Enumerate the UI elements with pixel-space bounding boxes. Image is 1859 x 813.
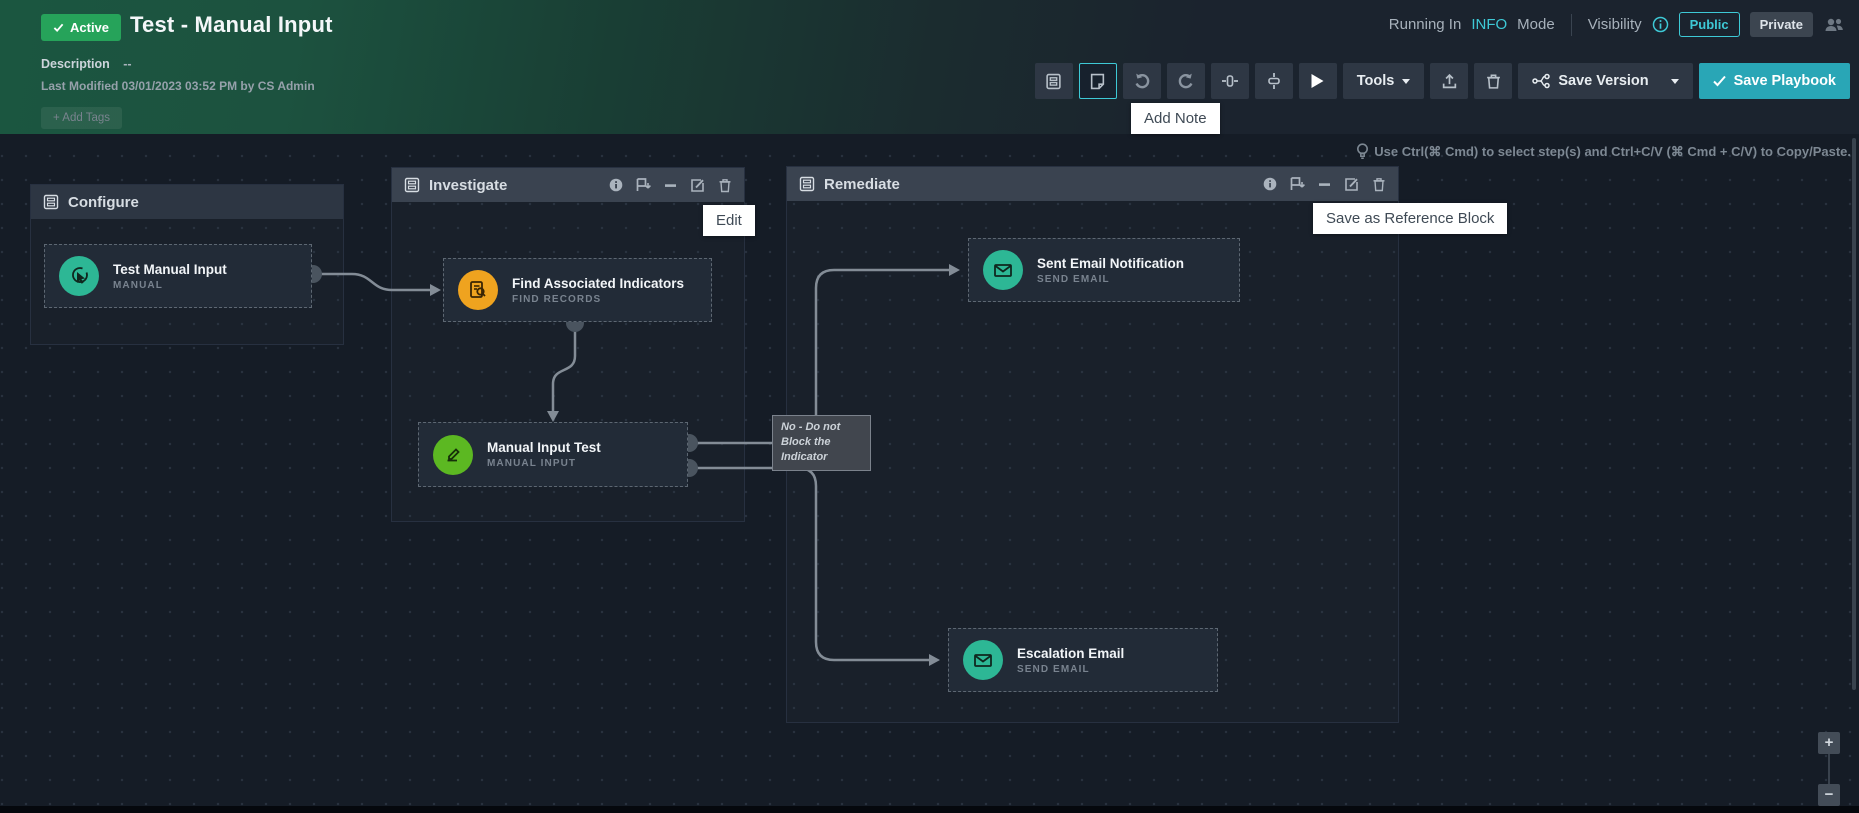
node-escalation-email[interactable]: Escalation Email SEND EMAIL bbox=[948, 628, 1218, 692]
export-icon bbox=[1441, 73, 1458, 90]
chevron-down-icon bbox=[1402, 79, 1410, 84]
arrowhead bbox=[430, 284, 441, 296]
running-mode-value[interactable]: INFO bbox=[1471, 16, 1507, 33]
tools-label: Tools bbox=[1357, 73, 1395, 89]
save-version-button[interactable]: Save Version bbox=[1518, 63, 1692, 99]
info-icon[interactable] bbox=[1652, 16, 1669, 33]
check-icon bbox=[53, 22, 64, 33]
status-badge[interactable]: Active bbox=[41, 14, 121, 41]
zoom-control: + − bbox=[1818, 732, 1840, 806]
reference-block-button[interactable] bbox=[1035, 63, 1073, 99]
distribute-vertical-icon bbox=[1265, 72, 1283, 90]
playbook-header: Active Test - Manual Input Description -… bbox=[0, 0, 1859, 134]
node-find-associated-indicators[interactable]: Find Associated Indicators FIND RECORDS bbox=[443, 258, 712, 322]
trash-icon bbox=[1485, 73, 1502, 90]
node-test-manual-input[interactable]: Test Manual Input MANUAL bbox=[44, 244, 312, 308]
connector-wires bbox=[0, 134, 1859, 806]
divider bbox=[1571, 14, 1572, 36]
last-modified-text: Last Modified 03/01/2023 03:52 PM by CS … bbox=[41, 79, 315, 93]
visibility-label: Visibility bbox=[1588, 16, 1642, 33]
play-icon bbox=[1310, 73, 1325, 89]
add-tags-button[interactable]: + Add Tags bbox=[41, 107, 122, 129]
distribute-horizontal-button[interactable] bbox=[1211, 63, 1249, 99]
users-icon[interactable] bbox=[1823, 16, 1845, 34]
node-title: Find Associated Indicators bbox=[512, 276, 684, 291]
envelope-icon bbox=[983, 250, 1023, 290]
arrowhead bbox=[949, 264, 960, 276]
visibility-public-button[interactable]: Public bbox=[1679, 12, 1740, 37]
add-note-tooltip: Add Note bbox=[1131, 103, 1220, 134]
node-subtitle: FIND RECORDS bbox=[512, 294, 684, 305]
node-title: Test Manual Input bbox=[113, 262, 227, 277]
bottom-edge bbox=[0, 806, 1859, 813]
description-label: Description bbox=[41, 57, 110, 71]
node-subtitle: MANUAL INPUT bbox=[487, 458, 601, 469]
node-manual-input-test[interactable]: Manual Input Test MANUAL INPUT bbox=[418, 422, 688, 487]
node-text: Manual Input Test MANUAL INPUT bbox=[487, 440, 601, 469]
node-subtitle: SEND EMAIL bbox=[1037, 274, 1184, 285]
description-value: -- bbox=[123, 57, 131, 71]
save-playbook-button[interactable]: Save Playbook bbox=[1699, 63, 1850, 99]
branch-icon bbox=[1532, 73, 1550, 89]
undo-button[interactable] bbox=[1123, 63, 1161, 99]
node-sent-email-notification[interactable]: Sent Email Notification SEND EMAIL bbox=[968, 238, 1240, 302]
zoom-track bbox=[1828, 754, 1830, 784]
node-subtitle: SEND EMAIL bbox=[1017, 664, 1124, 675]
reference-block-icon bbox=[1045, 73, 1062, 90]
arrowhead bbox=[547, 411, 559, 422]
distribute-horizontal-icon bbox=[1221, 72, 1239, 90]
node-text: Escalation Email SEND EMAIL bbox=[1017, 646, 1124, 675]
note-icon bbox=[1089, 73, 1106, 90]
delete-button[interactable] bbox=[1474, 63, 1512, 99]
envelope-icon bbox=[963, 640, 1003, 680]
find-records-icon bbox=[458, 270, 498, 310]
add-note-button[interactable] bbox=[1079, 63, 1117, 99]
chevron-down-icon[interactable] bbox=[1671, 79, 1679, 84]
save-as-reference-block-tooltip: Save as Reference Block bbox=[1313, 203, 1507, 234]
node-text: Find Associated Indicators FIND RECORDS bbox=[512, 276, 684, 305]
tools-dropdown[interactable]: Tools bbox=[1343, 63, 1425, 99]
note-line: Indicator bbox=[781, 450, 862, 465]
redo-button[interactable] bbox=[1167, 63, 1205, 99]
edit-tooltip: Edit bbox=[703, 205, 755, 236]
node-title: Manual Input Test bbox=[487, 440, 601, 455]
note-line: No - Do not bbox=[781, 420, 862, 435]
running-in-suffix: Mode bbox=[1517, 16, 1555, 33]
note-line: Block the bbox=[781, 435, 862, 450]
distribute-vertical-button[interactable] bbox=[1255, 63, 1293, 99]
undo-icon bbox=[1133, 72, 1151, 90]
node-title: Sent Email Notification bbox=[1037, 256, 1184, 271]
check-icon bbox=[1713, 75, 1726, 87]
node-title: Escalation Email bbox=[1017, 646, 1124, 661]
page-title: Test - Manual Input bbox=[130, 12, 333, 38]
run-playbook-button[interactable] bbox=[1299, 63, 1337, 99]
wire-label-note[interactable]: No - Do not Block the Indicator bbox=[772, 415, 871, 471]
redo-icon bbox=[1177, 72, 1195, 90]
running-in-prefix: Running In bbox=[1389, 16, 1462, 33]
export-button[interactable] bbox=[1430, 63, 1468, 99]
save-playbook-label: Save Playbook bbox=[1734, 73, 1836, 89]
zoom-out-button[interactable]: − bbox=[1818, 784, 1840, 806]
node-text: Test Manual Input MANUAL bbox=[113, 262, 227, 291]
node-text: Sent Email Notification SEND EMAIL bbox=[1037, 256, 1184, 285]
visibility-private-button[interactable]: Private bbox=[1750, 12, 1813, 37]
vertical-scrollbar[interactable] bbox=[1852, 138, 1856, 690]
status-badge-label: Active bbox=[70, 20, 109, 35]
manual-action-icon bbox=[59, 256, 99, 296]
description-row: Description -- bbox=[41, 57, 132, 71]
node-subtitle: MANUAL bbox=[113, 280, 227, 291]
header-right-controls: Running In INFO Mode Visibility Public P… bbox=[1389, 12, 1845, 37]
arrowhead bbox=[929, 654, 940, 666]
editor-toolbar: Tools Save Version Save Playbook bbox=[1035, 63, 1850, 99]
save-version-label: Save Version bbox=[1558, 73, 1648, 89]
playbook-canvas[interactable]: Use Ctrl(⌘ Cmd) to select step(s) and Ct… bbox=[0, 134, 1859, 806]
zoom-in-button[interactable]: + bbox=[1818, 732, 1840, 754]
pencil-icon bbox=[433, 435, 473, 475]
